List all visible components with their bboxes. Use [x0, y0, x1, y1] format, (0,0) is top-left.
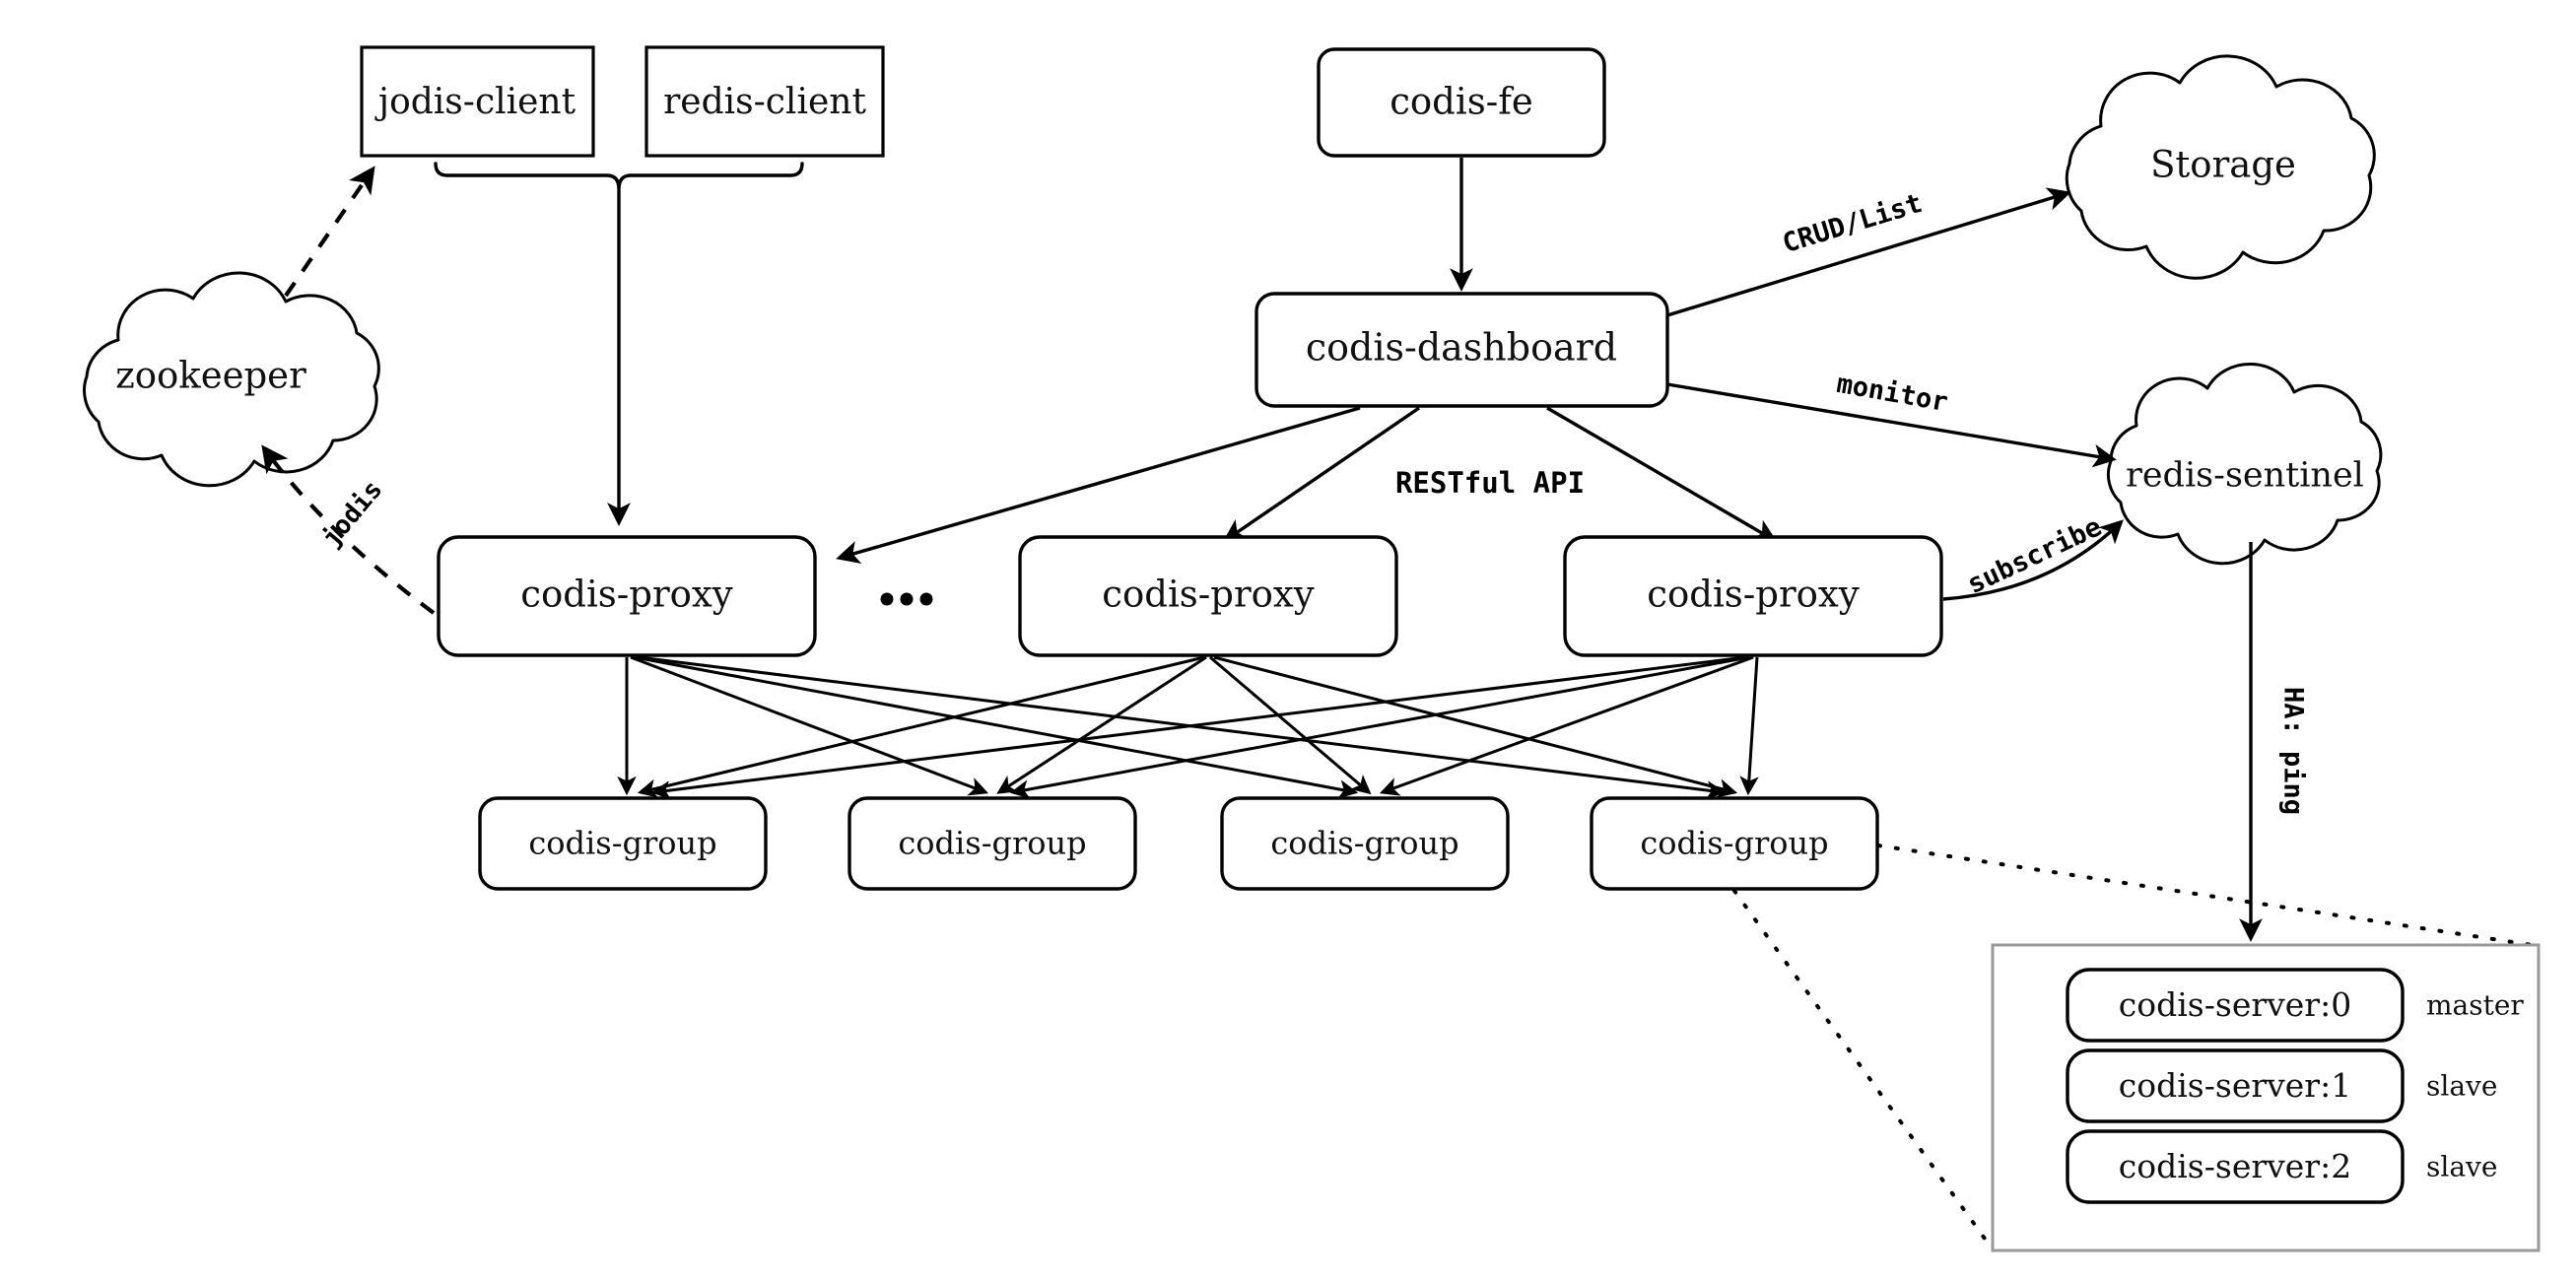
redis-sentinel-cloud-shape — [2106, 363, 2383, 566]
storage-label: Storage — [2150, 144, 2296, 186]
node-codis-proxy-1[interactable]: codis-proxy — [437, 535, 817, 657]
codis-dashboard-box — [1254, 292, 1669, 408]
redis-client-label: redis-client — [663, 82, 866, 122]
edge-proxy3-group4 — [1739, 656, 1759, 796]
edge-label-restful-api: RESTful API — [1395, 466, 1585, 500]
zookeeper-cloud-shape — [83, 271, 380, 488]
edge-proxy2-group2 — [996, 655, 1207, 794]
codis-server-0-label: codis-server:0 — [2119, 985, 2351, 1024]
edge-proxy1-group3 — [634, 655, 1359, 799]
codis-server-2-label: codis-server:2 — [2119, 1147, 2351, 1185]
node-codis-group-4[interactable]: codis-group — [1590, 796, 1879, 891]
node-codis-server-0[interactable]: codis-server:0 — [2066, 968, 2405, 1043]
node-codis-group-2[interactable]: codis-group — [847, 796, 1137, 891]
codis-server-0-role: master — [2426, 989, 2524, 1022]
node-codis-dashboard[interactable]: codis-dashboard — [1254, 292, 1669, 408]
edge-proxy1-group2 — [630, 655, 989, 796]
node-codis-fe[interactable]: codis-fe — [1317, 47, 1606, 158]
edge-label-monitor: monitor — [1834, 369, 1949, 418]
codis-group-4-box — [1590, 796, 1879, 891]
codis-fe-box — [1317, 47, 1606, 158]
edge-proxy1-group4 — [638, 655, 1727, 800]
codis-fe-label: codis-fe — [1390, 81, 1533, 123]
client-group-brace — [434, 162, 804, 190]
jodis-client-label: jodis-client — [374, 82, 576, 122]
node-codis-group-3[interactable]: codis-group — [1220, 796, 1510, 891]
codis-group-3-box — [1220, 796, 1510, 891]
codis-proxy-1-box — [437, 535, 817, 657]
codis-group-1-box — [478, 796, 768, 891]
codis-group-2-box — [847, 796, 1137, 891]
edge-label-jodis: jodis — [316, 475, 388, 553]
redis-sentinel-label: redis-sentinel — [2126, 456, 2364, 496]
jodis-client-box — [360, 45, 595, 158]
cloud-storage[interactable]: Storage — [2065, 54, 2376, 280]
edge-proxy3-group3 — [1379, 655, 1754, 796]
codis-dashboard-label: codis-dashboard — [1306, 326, 1617, 370]
codis-server-1-box — [2066, 1048, 2405, 1123]
ellipsis-dot-1 — [880, 592, 894, 606]
node-codis-server-1[interactable]: codis-server:1 — [2066, 1048, 2405, 1123]
edge-zookeeper-to-jodis-client — [284, 166, 375, 298]
node-codis-server-2[interactable]: codis-server:2 — [2066, 1129, 2405, 1204]
edge-proxy-to-zookeeper — [261, 444, 436, 615]
codis-server-0-box — [2066, 968, 2405, 1043]
storage-cloud-shape — [2065, 54, 2376, 280]
edge-proxy2-group1 — [637, 655, 1205, 798]
node-codis-group-1[interactable]: codis-group — [478, 796, 768, 891]
codis-proxy-2-label: codis-proxy — [1102, 574, 1315, 616]
edge-proxy2-group3 — [1209, 655, 1372, 795]
node-redis-client[interactable]: redis-client — [644, 45, 885, 158]
edge-dashboard-to-proxy-2 — [1222, 406, 1420, 543]
codis-group-3-label: codis-group — [1270, 825, 1458, 862]
server-panel: codis-server:0 master codis-server:1 sla… — [1991, 943, 2541, 1252]
edge-proxy2-group4 — [1213, 655, 1738, 798]
redis-client-box — [644, 45, 885, 158]
codis-group-4-label: codis-group — [1640, 825, 1828, 862]
edge-proxy3-group2 — [1009, 655, 1750, 799]
codis-server-1-label: codis-server:1 — [2119, 1066, 2351, 1105]
cloud-redis-sentinel[interactable]: redis-sentinel — [2106, 363, 2383, 566]
ellipsis-dot-2 — [900, 592, 914, 606]
codis-server-2-role: slave — [2426, 1151, 2497, 1183]
edge-label-subscribe: subscribe — [1963, 511, 2107, 600]
zookeeper-label: zookeeper — [115, 355, 306, 397]
edge-label-crud-list: CRUD/List — [1779, 188, 1926, 259]
codis-proxy-2-box — [1018, 535, 1398, 657]
proxy-ellipsis — [880, 592, 933, 606]
edge-dashboard-to-storage — [1666, 187, 2071, 317]
edge-dashboard-to-proxy-3 — [1546, 406, 1778, 542]
codis-proxy-1-label: codis-proxy — [520, 574, 733, 616]
edge-proxy3-group1 — [650, 655, 1746, 800]
node-codis-proxy-2[interactable]: codis-proxy — [1018, 535, 1398, 657]
edge-label-ha-ping: HA: ping — [2278, 687, 2309, 815]
codis-group-1-label: codis-group — [528, 825, 716, 862]
codis-proxy-3-label: codis-proxy — [1647, 574, 1860, 616]
codis-proxy-3-box — [1563, 535, 1943, 657]
node-jodis-client[interactable]: jodis-client — [360, 45, 595, 158]
dotted-expand-bottom — [1732, 889, 1995, 1251]
cloud-zookeeper[interactable]: zookeeper — [83, 271, 380, 488]
codis-server-1-role: slave — [2426, 1070, 2497, 1103]
edge-proxy-to-sentinel — [1942, 519, 2124, 601]
codis-group-2-label: codis-group — [898, 825, 1086, 862]
node-codis-proxy-3[interactable]: codis-proxy — [1563, 535, 1943, 657]
edge-dashboard-to-proxy-1 — [836, 406, 1361, 564]
codis-server-2-box — [2066, 1129, 2405, 1204]
edge-dashboard-to-sentinel — [1666, 382, 2117, 468]
dotted-expand-top — [1876, 844, 2541, 948]
ellipsis-dot-3 — [919, 592, 933, 606]
